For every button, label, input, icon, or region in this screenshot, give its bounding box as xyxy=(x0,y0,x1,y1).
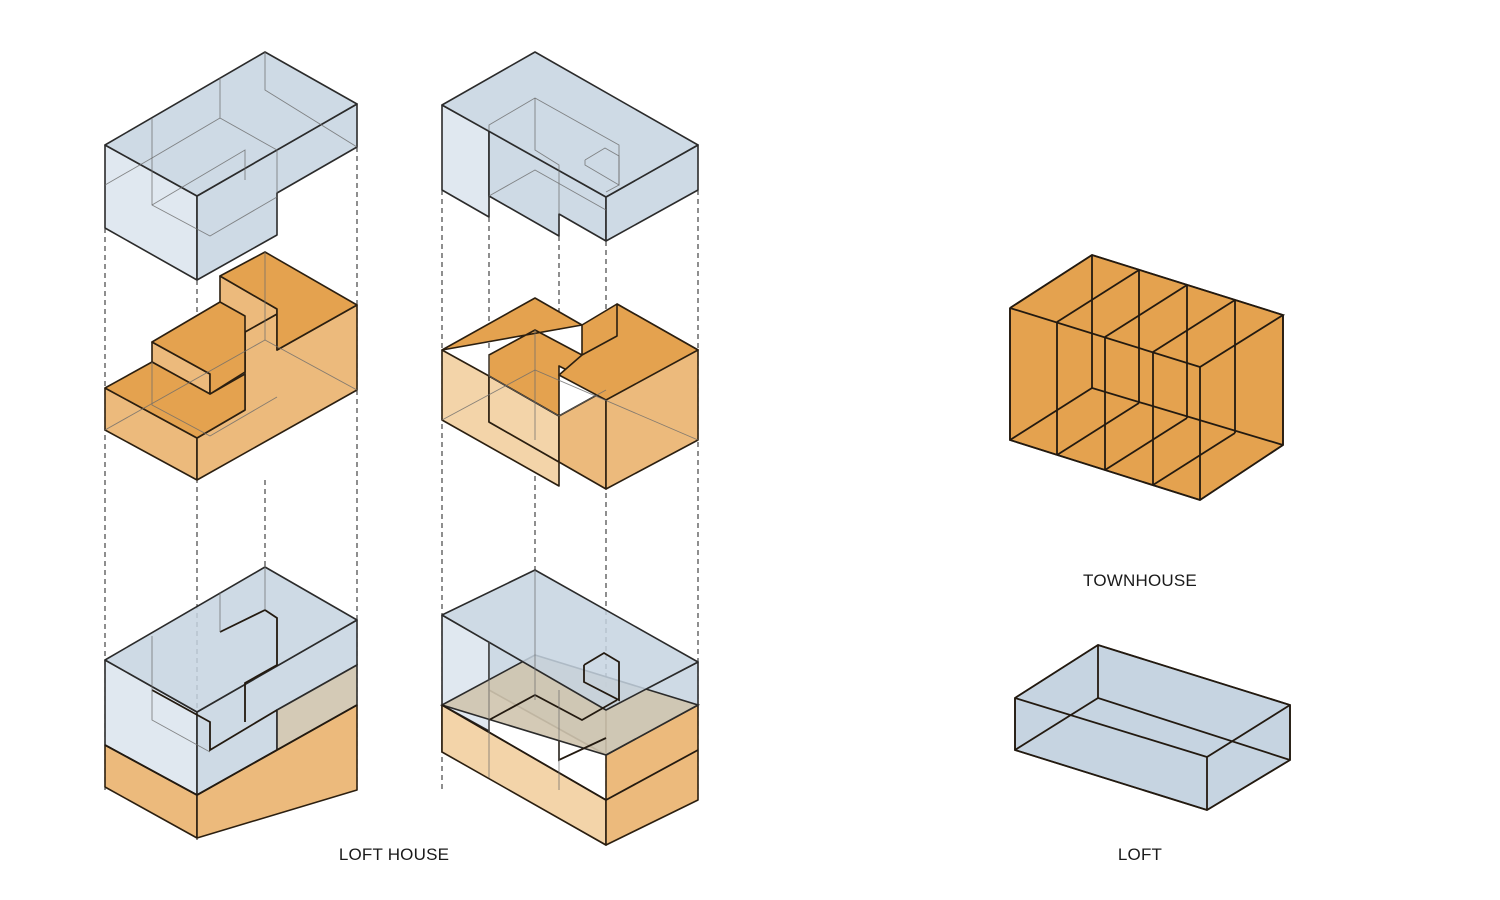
loft-house-a-lower-volume xyxy=(104,251,358,481)
loft-house-label: LOFT HOUSE xyxy=(338,845,450,864)
loft-volume xyxy=(1014,644,1291,811)
loft-house-b-combined xyxy=(439,569,701,846)
loft-house-b-lower-volume xyxy=(441,297,699,490)
loft-house-b-upper-volume xyxy=(441,51,699,242)
loft-house-a-combined xyxy=(104,566,358,839)
loft-house-a-upper-volume xyxy=(104,51,358,281)
loft-label: LOFT xyxy=(1117,845,1163,864)
townhouse-label: TOWNHOUSE xyxy=(1083,571,1197,590)
townhouse-volume xyxy=(1009,254,1286,501)
